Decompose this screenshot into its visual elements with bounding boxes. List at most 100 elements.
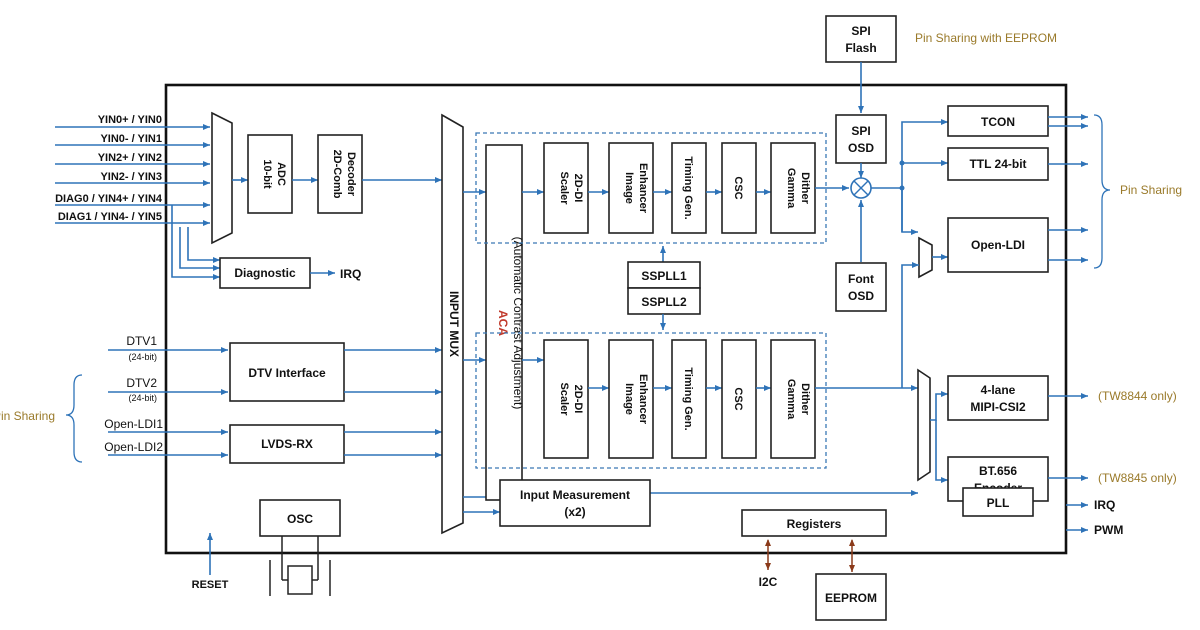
osc-label: OSC: [287, 512, 313, 526]
bottom-enhancer-block: [608, 339, 654, 459]
tcon-block: [947, 105, 1049, 137]
top-scaler-label-1: Scaler: [558, 171, 570, 205]
bottom-timing-label: Timing Gen.: [682, 367, 694, 430]
sspll2-block: [627, 287, 701, 315]
lvds-rx-block: [229, 424, 345, 464]
spi-flash-block: [825, 15, 897, 63]
registers-label: Registers: [787, 517, 842, 531]
spi-flash-label-1: SPI: [851, 24, 870, 38]
input-mux-label: INPUT MUX: [447, 291, 461, 357]
i2c-label: I2C: [759, 575, 778, 589]
osc-block: [259, 499, 341, 537]
eeprom-block: [815, 573, 887, 621]
font-osd-label-2: OSD: [848, 289, 874, 303]
bottom-timing-block: [671, 339, 707, 459]
top-gamma-block: [770, 142, 816, 234]
spi-flash-label-2: Flash: [845, 41, 876, 55]
bottom-scaler-block: [543, 339, 589, 459]
aca-label: ACA: [496, 310, 510, 336]
top-gamma-label-1: Gamma: [785, 168, 797, 209]
input-measurement-block: [499, 479, 651, 527]
pin-sharing-eeprom-label: Pin Sharing with EEPROM: [915, 31, 1057, 45]
bottom-pipeline: Scaler 2D-DI Image Enhancer Timing Gen. …: [543, 339, 918, 459]
input-mux: [441, 113, 464, 535]
spi-osd-label-1: SPI: [851, 124, 870, 138]
spi-osd-block: [835, 114, 887, 164]
input-measurement-sub-label: (x2): [564, 505, 585, 519]
sspll1-label: SSPLL1: [641, 269, 687, 283]
font-osd-label-1: Font: [848, 272, 874, 286]
dtv-interface-block: [229, 342, 345, 402]
ttl-block: [947, 147, 1049, 181]
diagnostic-block: [219, 257, 311, 289]
analog-input-mux: [211, 111, 233, 245]
decoder-label-2: Decoder: [345, 152, 357, 197]
top-enhancer-block: [608, 142, 654, 234]
tw8844-note: (TW8844 only): [1098, 389, 1177, 403]
comb-decoder-block: [317, 134, 363, 214]
font-osd-block: [835, 262, 887, 312]
tw8845-note: (TW8845 only): [1098, 471, 1177, 485]
yin4-label: DIAG0 / YIN4+ / YIN4: [55, 193, 163, 205]
left-pin-sharing-label: Pin Sharing: [0, 409, 55, 423]
yin1-label: YIN0- / YIN1: [100, 133, 162, 145]
top-enhancer-label-1: Image: [623, 172, 635, 204]
eeprom-label: EEPROM: [825, 591, 877, 605]
bottom-enhancer-label-2: Enhancer: [637, 374, 649, 425]
ttl-label: TTL 24-bit: [969, 157, 1026, 171]
diag-irq-label: IRQ: [340, 267, 361, 281]
top-gamma-label-2: Dither: [799, 172, 811, 205]
top-timing-block: [671, 142, 707, 234]
decoder-label-1: 2D-Comb: [331, 150, 343, 199]
top-enhancer-label-2: Enhancer: [637, 163, 649, 214]
chip-boundary: [164, 83, 1068, 555]
yin-inputs: YIN0+ / YIN0 YIN0- / YIN1 YIN2+ / YIN2 Y…: [55, 114, 220, 280]
top-scaler-block: [543, 142, 589, 234]
bottom-pipeline-region: [475, 332, 827, 469]
right-pin-sharing-label: Pin Sharing: [1120, 183, 1182, 197]
osd-mixer-icon: [850, 177, 872, 199]
crystal-icon: [269, 536, 331, 596]
right-pin-sharing-brace: [1093, 114, 1111, 269]
dtv1-sub-label: (24-bit): [128, 352, 157, 362]
top-pipeline: Scaler 2D-DI Image Enhancer Timing Gen. …: [543, 142, 849, 234]
top-scaler-label-2: 2D-DI: [572, 174, 584, 203]
bottom-gamma-label-2: Dither: [799, 383, 811, 416]
pll-block: [962, 487, 1034, 517]
left-pin-sharing-brace: [65, 374, 83, 463]
lvds-rx-label: LVDS-RX: [261, 437, 313, 451]
registers-block: [741, 509, 887, 537]
dtv-inputs: DTV1 (24-bit) DTV2 (24-bit) Open-LDI1 Op…: [104, 334, 228, 458]
top-csc-block: [721, 142, 757, 234]
yin3-label: YIN2- / YIN3: [100, 171, 162, 183]
top-pipeline-region: [475, 132, 827, 244]
irq-output-label: IRQ: [1094, 498, 1115, 512]
yin2-label: YIN2+ / YIN2: [98, 152, 162, 164]
diagnostic-label: Diagnostic: [234, 266, 296, 280]
pll-label: PLL: [987, 496, 1010, 510]
bottom-scaler-label-2: 2D-DI: [572, 385, 584, 414]
bottom-gamma-label-1: Gamma: [785, 379, 797, 420]
bt656-label-1: BT.656: [979, 464, 1017, 478]
mipi-label-1: 4-lane: [981, 383, 1016, 397]
oldi2-label: Open-LDI2: [104, 440, 163, 454]
bottom-scaler-label-1: Scaler: [558, 382, 570, 416]
top-csc-label: CSC: [732, 176, 744, 199]
adc-block: [247, 134, 293, 214]
open-ldi-label: Open-LDI: [971, 238, 1025, 252]
bottom-gamma-block: [770, 339, 816, 459]
output-fanout: [871, 119, 948, 235]
dtv2-sub-label: (24-bit): [128, 393, 157, 403]
mipi-csi2-block: [947, 375, 1049, 421]
open-ldi-block: [947, 217, 1049, 273]
oldi1-label: Open-LDI1: [104, 417, 163, 431]
top-timing-label: Timing Gen.: [682, 156, 694, 219]
aca-block: [485, 144, 523, 501]
bottom-csc-label: CSC: [732, 387, 744, 410]
dtv-interface-label: DTV Interface: [248, 366, 326, 380]
open-ldi-mux: [918, 236, 933, 279]
pwm-output-label: PWM: [1094, 523, 1123, 537]
spi-osd-label-2: OSD: [848, 141, 874, 155]
tcon-label: TCON: [981, 115, 1015, 129]
